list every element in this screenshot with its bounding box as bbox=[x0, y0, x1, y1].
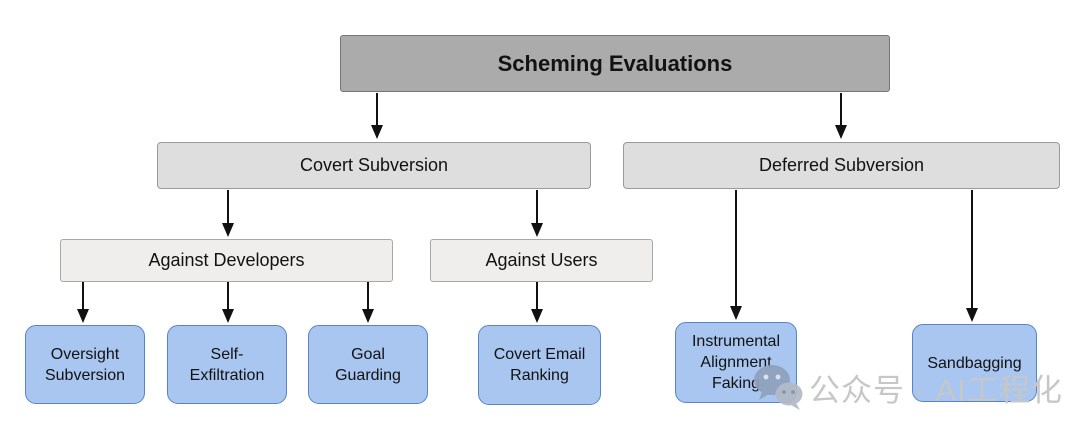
leaf-covert-email-ranking: Covert Email Ranking bbox=[478, 325, 601, 405]
leaf-goal-guarding: Goal Guarding bbox=[308, 325, 428, 404]
leaf-oversight-subversion: Oversight Subversion bbox=[25, 325, 145, 404]
leaf-sandbagging: Sandbagging bbox=[912, 324, 1037, 402]
node-covert-subversion: Covert Subversion bbox=[157, 142, 591, 189]
wechat-icon bbox=[754, 365, 803, 410]
node-deferred-subversion: Deferred Subversion bbox=[623, 142, 1060, 189]
watermark-text: 公众号 · AI工程化 bbox=[809, 372, 1063, 408]
node-scheming-evaluations: Scheming Evaluations bbox=[340, 35, 890, 92]
watermark: 公众号 · AI工程化 bbox=[752, 362, 1063, 412]
leaf-self-exfiltration: Self- Exfiltration bbox=[167, 325, 287, 404]
node-against-developers: Against Developers bbox=[60, 239, 393, 282]
node-against-users: Against Users bbox=[430, 239, 653, 282]
